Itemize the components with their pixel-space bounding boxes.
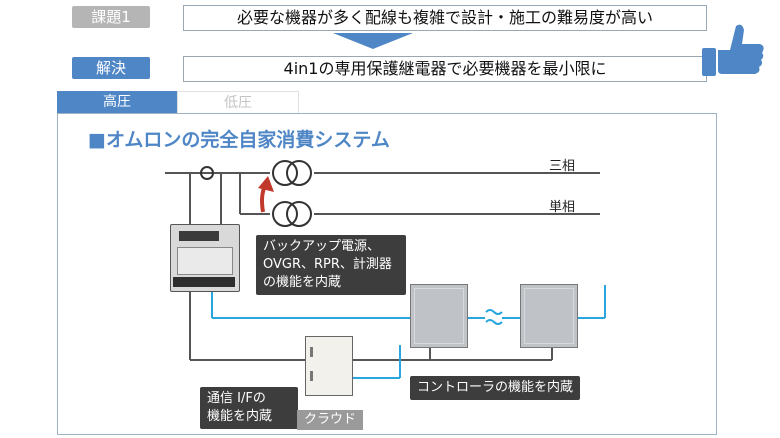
- wave-break-icon: [485, 309, 503, 325]
- curved-arrow-icon: [258, 176, 274, 213]
- solution-label: 解決: [72, 57, 150, 79]
- panel-title: ■オムロンの完全自家消費システム: [88, 129, 390, 151]
- tab-high-voltage[interactable]: 高圧: [57, 91, 177, 113]
- cloud-label: クラウド: [297, 410, 363, 430]
- relay-callout-line-3: の機能を内蔵: [263, 275, 342, 290]
- issue-text: 必要な機器が多く配線も複雑で設計・施工の難易度が高い: [183, 5, 707, 31]
- comm-callout-line-1: 通信 I/Fの: [207, 391, 266, 406]
- power-conditioner-unit: [520, 284, 578, 348]
- comm-callout-line-2: 機能を内蔵: [207, 409, 273, 424]
- down-arrow-icon: [333, 33, 413, 49]
- relay-callout-line-2: OVGR、RPR、計測器: [263, 257, 392, 272]
- tab-low-voltage[interactable]: 低圧: [177, 91, 299, 113]
- relay-knobs: [177, 247, 233, 275]
- communication-unit: [305, 336, 353, 396]
- controller-callout: コントローラの機能を内蔵: [410, 376, 581, 400]
- transformer-icon: [272, 160, 312, 186]
- relay-display: [179, 231, 219, 241]
- transformer-icon: [272, 201, 312, 227]
- power-conditioner-unit: [410, 284, 468, 348]
- comm-callout: 通信 I/Fの 機能を内蔵: [200, 387, 298, 429]
- three-phase-label: 三相: [549, 159, 576, 174]
- issue-label: 課題1: [72, 6, 150, 28]
- single-phase-label: 単相: [549, 200, 576, 215]
- thumbs-up-icon: [702, 24, 764, 76]
- protection-relay-device: [170, 224, 240, 292]
- current-sensor-icon: [200, 166, 214, 180]
- relay-terminals: [173, 277, 235, 287]
- relay-callout-line-1: バックアップ電源、: [263, 239, 381, 254]
- solution-text: 4in1の専用保護継電器で必要機器を最小限に: [183, 56, 707, 82]
- relay-callout: バックアップ電源、 OVGR、RPR、計測器 の機能を内蔵: [256, 235, 406, 295]
